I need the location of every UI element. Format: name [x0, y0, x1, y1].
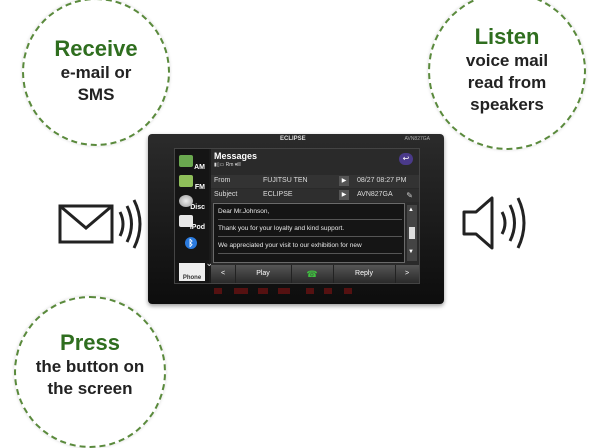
brand-logo: ECLIPSE	[280, 136, 306, 142]
from-date: 08/27 08:27 PM	[357, 177, 407, 184]
hardware-button[interactable]	[324, 288, 332, 294]
subject-play-button[interactable]: ▶	[339, 190, 349, 200]
reply-button[interactable]: Reply	[333, 265, 396, 283]
listen-title: Listen	[474, 24, 540, 49]
disc-icon	[179, 195, 193, 207]
hardware-button[interactable]	[214, 288, 222, 294]
source-disc-button[interactable]: Disc	[179, 195, 205, 211]
attachment-icon[interactable]: ✎	[406, 191, 413, 200]
ipod-icon	[179, 215, 193, 227]
body-line-3: We appreciated your visit to our exhibit…	[218, 238, 402, 254]
touch-screen: AM FM Disc iPod ᛒ ⌄ Phone Messages ▮▯▭ R…	[174, 148, 420, 284]
messages-panel: Messages ▮▯▭ Rm ▾ill ↩ From FUJITSU TEN …	[211, 149, 419, 283]
scroll-down-icon[interactable]: ▼	[408, 249, 414, 255]
scroll-thumb[interactable]	[409, 227, 415, 239]
from-value: FUJITSU TEN	[263, 177, 308, 184]
message-body: Dear Mr.Johnson, Thank you for your loya…	[213, 203, 405, 263]
body-line-1: Dear Mr.Johnson,	[218, 204, 402, 220]
messages-title: Messages	[214, 151, 258, 161]
hardware-button[interactable]	[234, 288, 248, 294]
hardware-controls	[174, 286, 418, 298]
source-ipod-button[interactable]: iPod	[179, 215, 205, 231]
body-line-2: Thank you for your loyalty and kind supp…	[218, 221, 402, 237]
press-callout: Press the button on the screen	[14, 296, 166, 448]
scroll-up-icon[interactable]: ▲	[408, 207, 414, 213]
source-ipod-label: iPod	[189, 224, 205, 231]
hardware-button[interactable]	[278, 288, 290, 294]
back-button[interactable]: ↩	[399, 153, 413, 165]
from-play-button[interactable]: ▶	[339, 176, 349, 186]
radio-icon	[179, 155, 193, 167]
speaker-icon	[462, 196, 526, 250]
subject-extra: AVN827GA	[357, 191, 393, 198]
previous-button[interactable]: <	[211, 265, 236, 283]
source-fm-button[interactable]: FM	[179, 175, 205, 191]
press-line-1: the button on	[35, 357, 145, 376]
source-phone-button[interactable]: Phone	[179, 263, 205, 281]
subject-row: Subject ECLIPSE ▶ AVN827GA	[211, 189, 419, 202]
bluetooth-icon[interactable]: ᛒ	[185, 237, 197, 249]
model-label: AVN827GA	[404, 136, 430, 142]
scrollbar[interactable]: ▲ ▼	[407, 205, 417, 261]
from-label: From	[214, 177, 231, 184]
subject-label: Subject	[214, 191, 238, 198]
from-row: From FUJITSU TEN ▶ 08/27 08:27 PM	[211, 175, 419, 188]
source-am-button[interactable]: AM	[179, 155, 205, 171]
hardware-button[interactable]	[306, 288, 314, 294]
receive-line-1: e-mail or	[60, 63, 132, 82]
source-fm-label: FM	[194, 184, 205, 191]
source-am-label: AM	[194, 164, 205, 171]
hardware-button[interactable]	[258, 288, 268, 294]
receive-callout: Receive e-mail or SMS	[22, 0, 170, 146]
receive-title: Receive	[54, 36, 138, 61]
next-button[interactable]: >	[404, 270, 410, 277]
listen-line-2: read from	[467, 73, 547, 92]
source-sidebar: AM FM Disc iPod ᛒ ⌄ Phone	[175, 149, 213, 283]
message-action-bar: < Play ☎ Reply >	[211, 265, 419, 283]
brand-bar: ECLIPSE AVN827GA	[148, 134, 444, 146]
press-title: Press	[60, 330, 120, 355]
status-indicators: ▮▯▭ Rm ▾ill	[214, 162, 241, 168]
receive-line-2: SMS	[77, 85, 115, 104]
subject-value: ECLIPSE	[263, 191, 293, 198]
phone-call-icon[interactable]: ☎	[291, 265, 334, 283]
play-button[interactable]: Play	[235, 265, 292, 283]
hardware-button[interactable]	[344, 288, 352, 294]
envelope-icon	[58, 199, 142, 249]
chevron-down-icon[interactable]: ⌄	[205, 258, 213, 268]
radio-icon	[179, 175, 193, 187]
listen-callout: Listen voice mail read from speakers	[428, 0, 586, 150]
press-line-2: the screen	[47, 379, 133, 398]
listen-line-1: voice mail	[465, 51, 549, 70]
listen-line-3: speakers	[470, 95, 544, 114]
source-disc-label: Disc	[190, 204, 205, 211]
car-head-unit: ECLIPSE AVN827GA AM FM Disc iPod ᛒ ⌄ Pho…	[148, 134, 444, 304]
